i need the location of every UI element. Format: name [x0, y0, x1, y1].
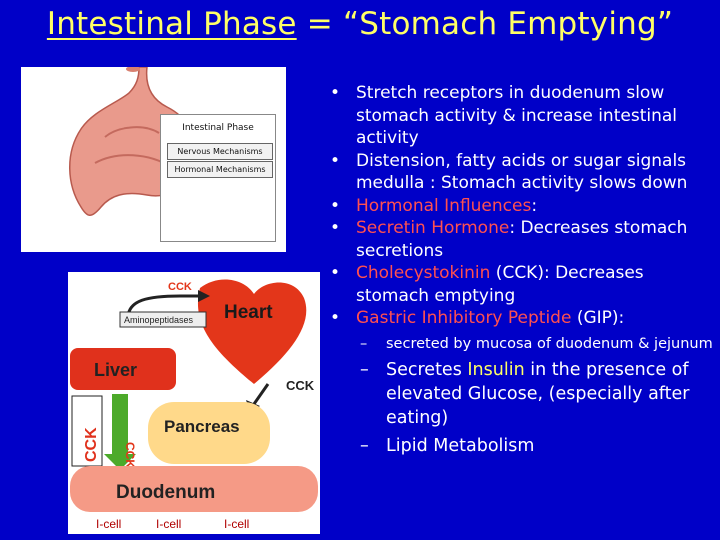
sub-bullet: –secreted by mucosa of duodenum & jejunu…: [360, 335, 713, 352]
duodenum-shape: [70, 466, 318, 512]
slide-title: Intestinal Phase = “Stomach Emptying”: [0, 6, 720, 42]
cck-mid-label: CCK: [123, 442, 137, 468]
cck-left-label: CCK: [83, 427, 100, 462]
icell-label-2: I-cell: [156, 517, 181, 531]
bullet-item: • Hormonal Influences:: [330, 195, 538, 216]
liver-shape: [70, 348, 176, 390]
bullet-list: •Stretch receptors in duodenum slow stom…: [330, 82, 720, 458]
cck-top-label: CCK: [168, 281, 192, 293]
phase-box-title: Intestinal Phase: [182, 123, 254, 133]
aminopeptidases-label: Aminopeptidases: [124, 315, 194, 325]
icell-label-1: I-cell: [96, 517, 121, 531]
bullet-item: •Distension, fatty acids or sugar signal…: [330, 150, 688, 194]
pancreas-label: Pancreas: [164, 417, 240, 436]
sub-bullet: –Lipid Metabolism: [360, 435, 535, 456]
bullet-item: •Secretin Hormone: Decreases stomach sec…: [330, 218, 688, 261]
intestinal-phase-box: Intestinal Phase Nervous Mechanisms Horm…: [160, 114, 276, 242]
hormonal-mechanisms-label: Hormonal Mechanisms: [167, 161, 273, 178]
sub-bullet: –Secretes Insulin in the presence of ele…: [360, 359, 690, 428]
liver-label: Liver: [94, 360, 137, 380]
bullet-item: •Gastric Inhibitory Peptide (GIP):: [330, 308, 625, 328]
duodenum-label: Duodenum: [116, 482, 215, 503]
cck-right-label: CCK: [286, 378, 315, 393]
bullet-item: •Stretch receptors in duodenum slow stom…: [330, 83, 677, 148]
organ-diagram: Heart CCK Aminopeptidases Liver CCK CCK …: [68, 272, 320, 534]
nervous-mechanisms-label: Nervous Mechanisms: [167, 143, 273, 160]
green-arrow: [104, 394, 136, 470]
pancreas-shape: [148, 402, 270, 464]
title-rest: = “Stomach Emptying”: [296, 6, 674, 42]
title-main: Intestinal Phase: [46, 6, 297, 42]
icell-label-3: I-cell: [224, 517, 249, 531]
heart-label: Heart: [224, 302, 273, 323]
bullet-item: •Cholecystokinin (CCK): Decreases stomac…: [330, 263, 644, 306]
heart-shape: [197, 279, 307, 384]
